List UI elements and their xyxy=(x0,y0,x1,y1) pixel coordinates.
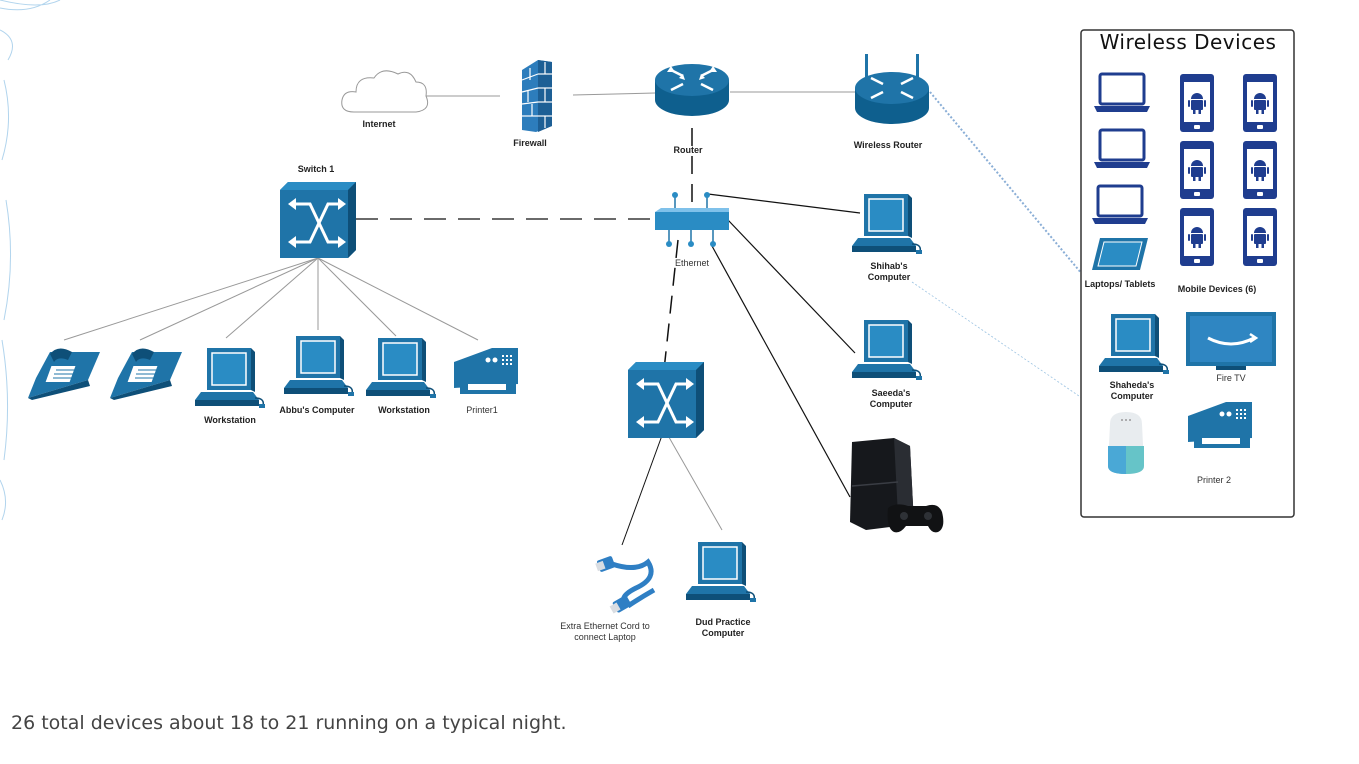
fire-tv-label: Fire TV xyxy=(1216,373,1246,383)
printer-2-label: Printer 2 xyxy=(1196,475,1231,485)
workstation-2-label: Workstation xyxy=(378,405,430,415)
wireless-router-label: Wireless Router xyxy=(853,140,923,150)
android-phone-3-icon xyxy=(1180,141,1214,199)
connection-lines xyxy=(63,91,1121,546)
router-label: Router xyxy=(673,145,703,155)
abbu-computer-icon xyxy=(283,335,355,397)
wireless-devices-title: Wireless Devices xyxy=(1099,30,1277,54)
shaheda-label: Shaheda's Computer xyxy=(1109,380,1155,401)
saeeda-computer-icon xyxy=(851,319,923,381)
wireless-router-icon xyxy=(855,54,929,124)
decorative-edge-pattern xyxy=(0,0,61,521)
abbu-label: Abbu's Computer xyxy=(279,405,355,415)
android-phone-6-icon xyxy=(1243,208,1277,266)
laptop-3-icon xyxy=(1090,184,1150,226)
workstation-2-computer-icon xyxy=(365,337,437,399)
saeeda-label: Saeeda's Computer xyxy=(869,388,913,409)
firewall-icon xyxy=(521,60,552,132)
ip-phone-2-icon xyxy=(109,347,183,401)
switch-1-icon xyxy=(278,180,358,260)
ethernet-hub-icon xyxy=(655,192,729,247)
mobile-devices-label: Mobile Devices (6) xyxy=(1177,284,1257,294)
android-phone-4-icon xyxy=(1243,141,1277,199)
dud-practice-computer-icon xyxy=(685,541,757,603)
ip-phone-1-icon xyxy=(27,347,101,401)
cloud-icon xyxy=(341,70,429,113)
extra-cord-label: Extra Ethernet Cord to connect Laptop xyxy=(560,621,650,642)
game-console-icon xyxy=(850,438,944,533)
tablet-icon xyxy=(1092,238,1148,270)
android-phone-2-icon xyxy=(1243,74,1277,132)
switch-1-label: Switch 1 xyxy=(297,164,335,174)
internet-label: Internet xyxy=(362,119,396,129)
router-icon xyxy=(655,64,729,116)
switch-2-icon xyxy=(626,360,706,440)
ethernet-cable-icon xyxy=(595,556,656,614)
shihab-label: Shihab's Computer xyxy=(867,261,911,282)
smart-speaker-icon xyxy=(1108,412,1144,474)
workstation-1-computer-icon xyxy=(194,347,266,409)
firewall-label: Firewall xyxy=(513,138,547,148)
android-phone-1-icon xyxy=(1180,74,1214,132)
android-phone-5-icon xyxy=(1180,208,1214,266)
laptop-1-icon xyxy=(1092,72,1152,114)
shihab-computer-icon xyxy=(851,193,923,255)
printer-1-icon xyxy=(454,348,518,394)
device-count-caption: 26 total devices about 18 to 21 running … xyxy=(11,712,567,734)
printer-1-label: Printer1 xyxy=(466,405,498,415)
laptop-2-icon xyxy=(1092,128,1152,170)
workstation-1-label: Workstation xyxy=(204,415,256,425)
dud-label: Dud Practice Computer xyxy=(695,617,751,638)
fire-tv-icon xyxy=(1186,312,1276,370)
laptops-tablets-label: Laptops/ Tablets xyxy=(1084,279,1156,289)
ethernet-label: Ethernet xyxy=(674,258,710,268)
